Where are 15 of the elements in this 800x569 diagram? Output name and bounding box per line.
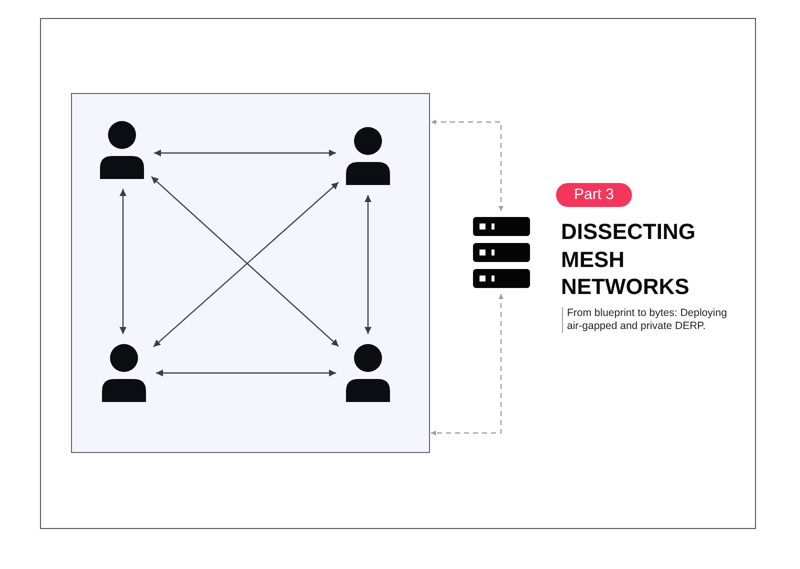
person-icon	[102, 344, 146, 402]
dashed-connector	[431, 294, 504, 436]
double-headed-arrow	[364, 195, 372, 334]
double-headed-arrow	[156, 370, 336, 376]
title-heading: DISSECTING MESH NETWORKS	[561, 218, 696, 300]
double-headed-arrow	[154, 150, 336, 156]
person-icon	[346, 127, 390, 185]
section-tag: Part 3	[556, 183, 632, 207]
subtitle-text: From blueprint to bytes: Deploying air-gapped and private DERP.	[562, 307, 744, 333]
dashed-connector	[431, 120, 504, 211]
person-icon	[346, 344, 390, 402]
person-icon	[100, 121, 144, 179]
network-panel	[71, 93, 430, 453]
server-icon	[473, 217, 530, 288]
double-headed-arrow	[120, 189, 126, 334]
